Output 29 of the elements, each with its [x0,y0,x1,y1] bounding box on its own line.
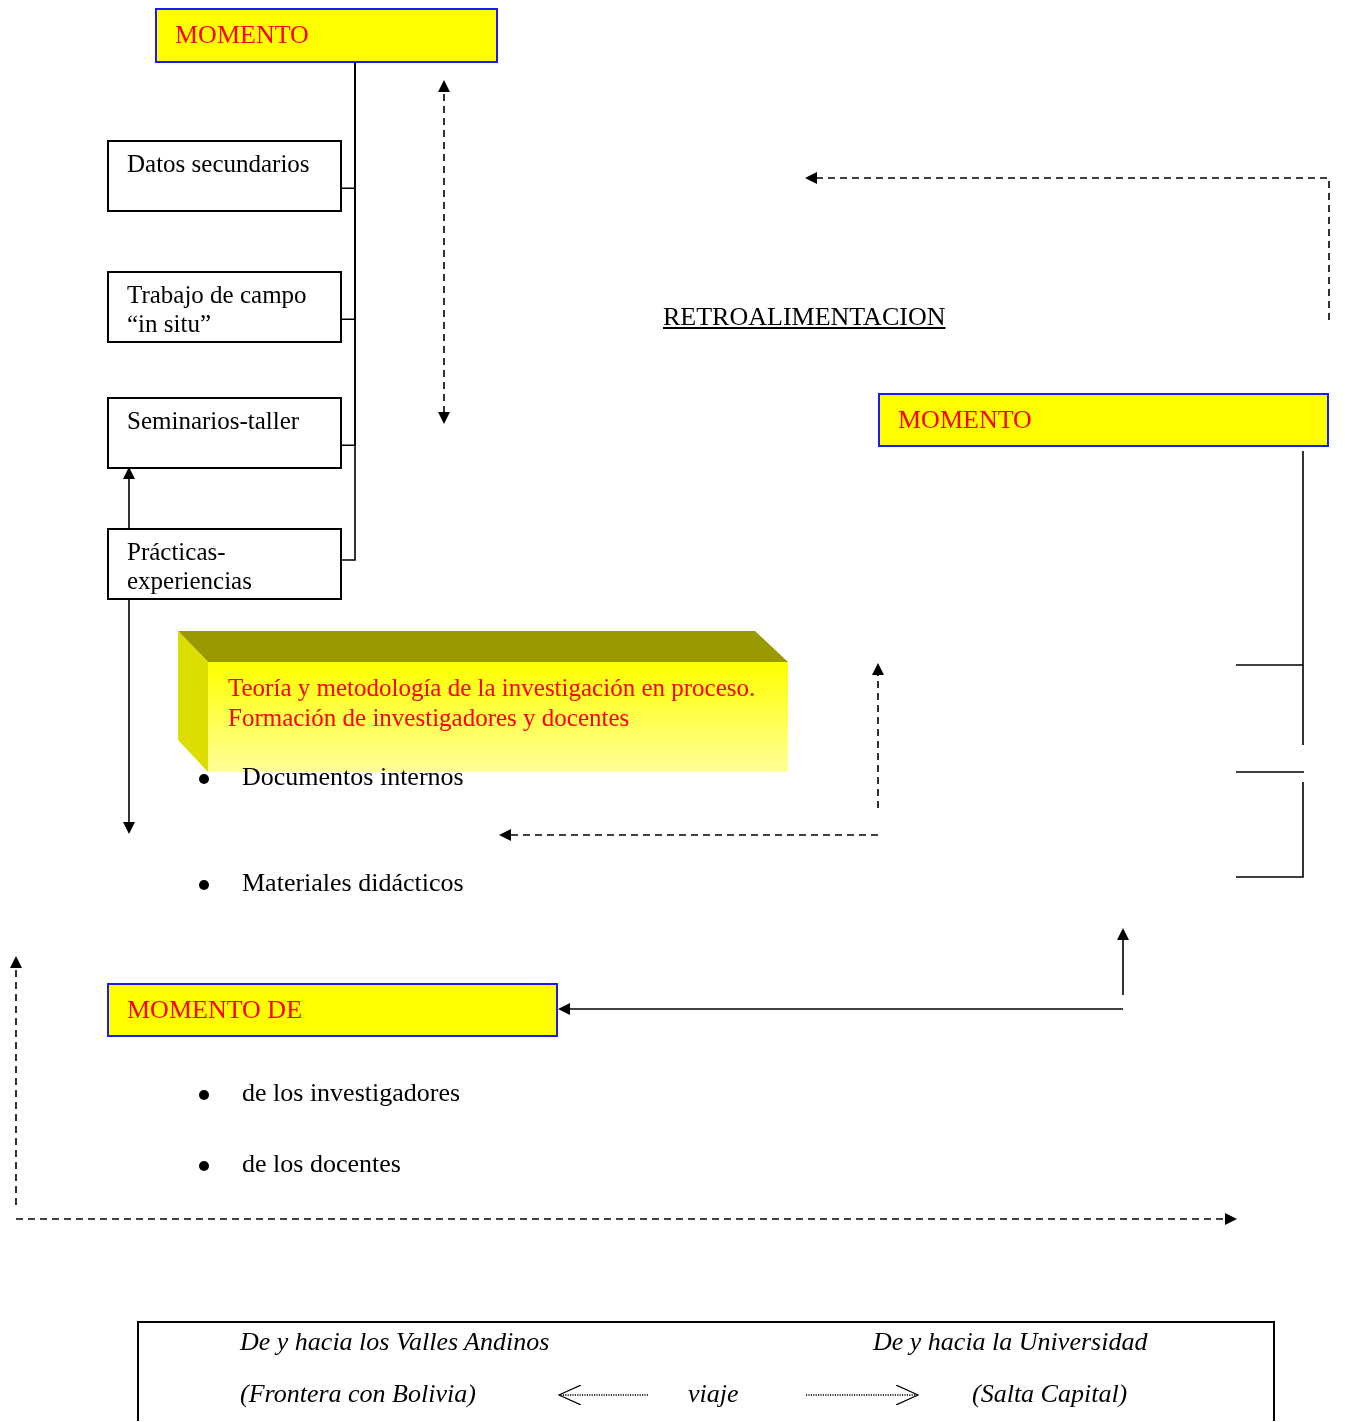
stage-box [878,393,1329,447]
stage-title: MOMENTO DE [127,995,303,1024]
list-item: de los investigadores [242,1078,461,1108]
activity-label: Seminarios-taller [127,407,300,434]
route-panel [137,1321,1275,1421]
heading-label: RETROALIMENTACION [663,302,946,332]
arrow [558,1003,1124,1015]
route-text: (Salta Capital) [972,1379,1128,1409]
activity-label: Prácticas-experiencias [127,538,252,594]
activity-box [107,140,342,212]
activity-box [107,397,342,469]
stage-box [155,8,498,63]
stage-title: MOMENTO [898,405,1032,434]
arrow [123,467,135,529]
arrow [123,599,135,834]
stage-box [107,983,558,1037]
list-item: de los docentes [242,1149,401,1179]
route-text: De y hacia la Universidad [873,1327,1148,1357]
activity-label: Trabajo de campo “in situ” [127,281,307,337]
stage-title: MOMENTO [175,20,309,49]
activity-box [107,271,342,343]
list-item: Materiales didácticos [242,868,464,898]
activity-box [107,528,342,600]
route-text: viaje [688,1379,739,1409]
list-item: Documentos internos [242,762,464,792]
box-text: Teoría y metodología de la investigación en proceso. Formación de investigadores y docentes [228,673,757,733]
route-text: (Frontera con Bolivia) [240,1379,476,1409]
activity-label: Datos secundarios [127,150,310,177]
route-text: De y hacia los Valles Andinos [240,1327,550,1357]
